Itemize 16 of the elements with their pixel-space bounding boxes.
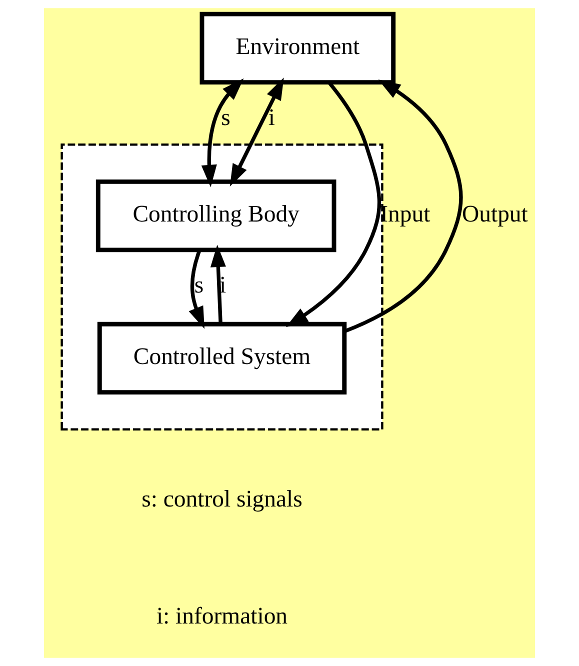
edge-label: Input [380,201,430,228]
node-box: Controlling Body [96,179,336,252]
arrow [201,78,244,188]
arrow [230,78,284,186]
edge-label: Output [462,201,528,228]
node-box: Environment [200,12,396,85]
label: i: information [156,603,288,630]
edge-label: s [194,272,204,299]
edge-label: s [221,105,230,132]
arrow [210,244,226,324]
arrow [188,250,204,329]
edge-label: i [219,272,226,299]
edge-label: i [268,105,275,132]
label: s: control signals [142,486,302,512]
node-box: Controlled System [97,322,347,395]
arrow [344,80,463,333]
